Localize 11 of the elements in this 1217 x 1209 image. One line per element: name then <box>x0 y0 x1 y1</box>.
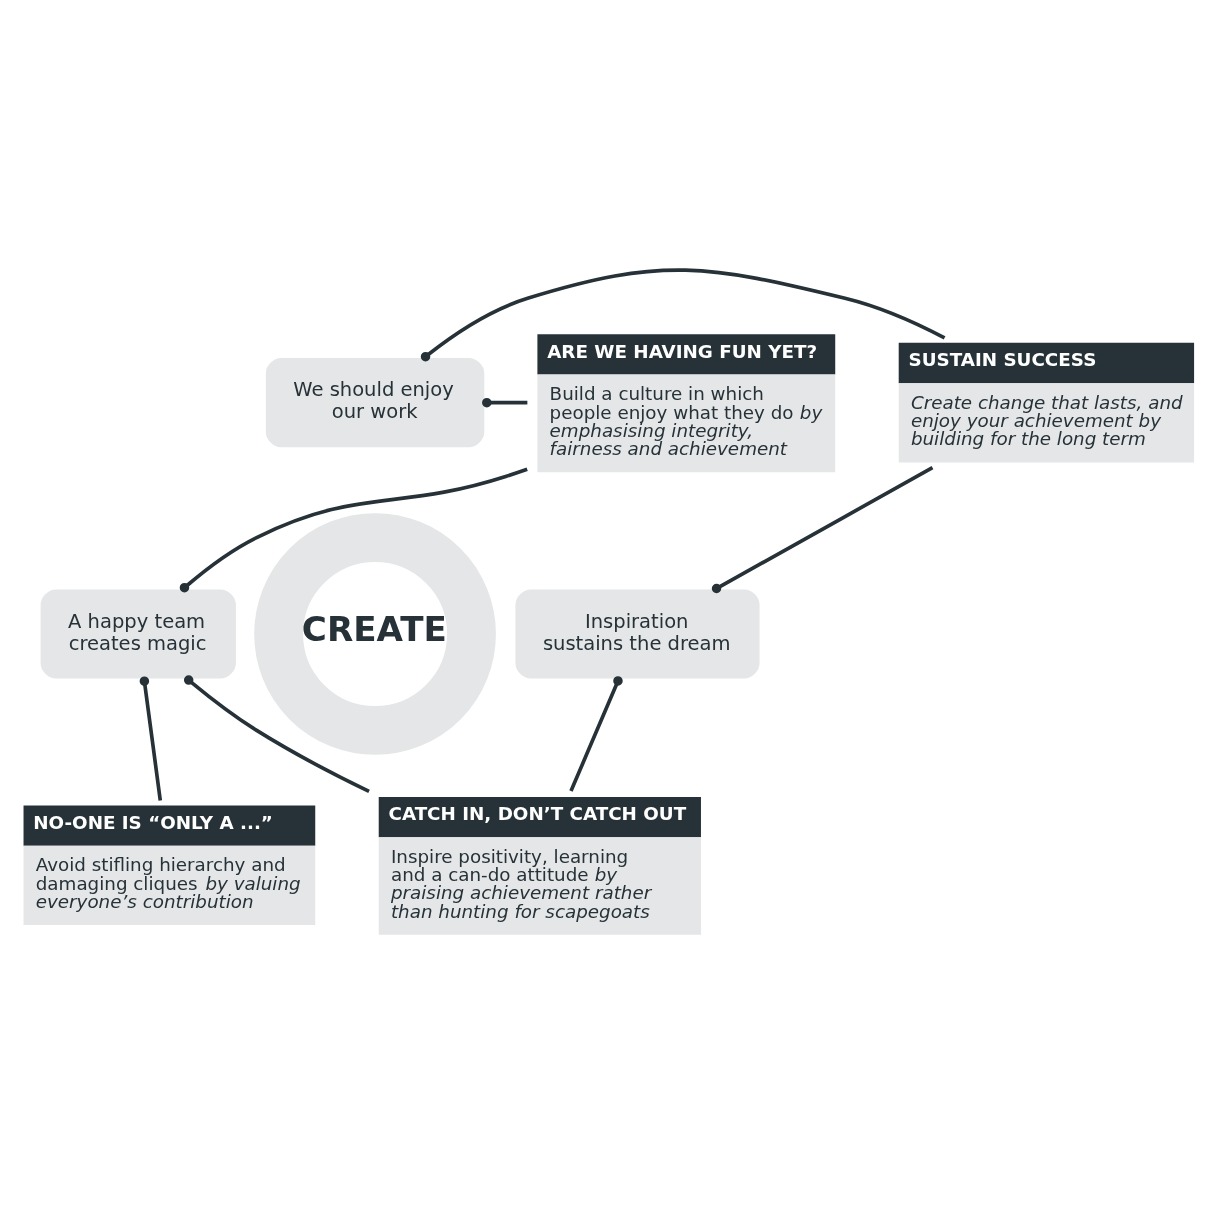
connector <box>139 676 163 801</box>
connector <box>183 675 370 794</box>
connector <box>420 268 946 362</box>
connector <box>482 397 528 408</box>
connector <box>569 676 623 792</box>
connector <box>711 466 934 594</box>
node-box: Inspiration sustains the dream <box>515 589 760 679</box>
node-circle: CREATE <box>254 513 496 755</box>
node-box: A happy team creates magic <box>40 589 236 679</box>
node-box: We should enjoy our work <box>265 358 485 448</box>
connector <box>179 467 528 593</box>
